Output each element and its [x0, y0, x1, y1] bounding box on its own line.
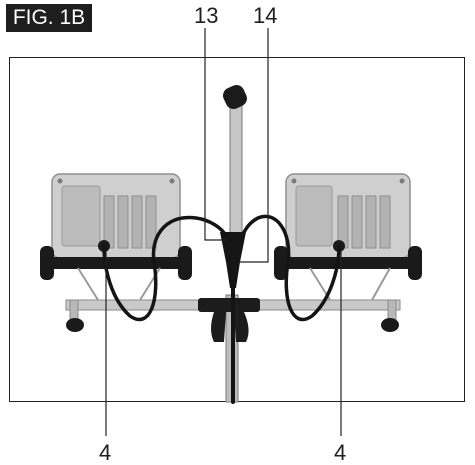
- callout-4-left: 4: [99, 440, 112, 465]
- central-clamp: [198, 298, 260, 342]
- leader-14: [240, 28, 269, 263]
- right-floodlight: [274, 173, 422, 301]
- callout-4-right: 4: [334, 440, 347, 465]
- left-foot-knob: [66, 318, 84, 332]
- figure-label: FIG. 1B: [6, 4, 92, 32]
- y-splitter: [220, 232, 246, 288]
- leader-13: [204, 28, 226, 241]
- callout-13: 13: [194, 3, 219, 28]
- callout-14: 14: [253, 3, 278, 28]
- left-floodlight: [40, 173, 192, 301]
- right-foot-knob: [381, 318, 399, 332]
- leader-lines: [105, 28, 342, 436]
- pole-handle-grip: [223, 85, 247, 109]
- power-cables: [102, 214, 341, 404]
